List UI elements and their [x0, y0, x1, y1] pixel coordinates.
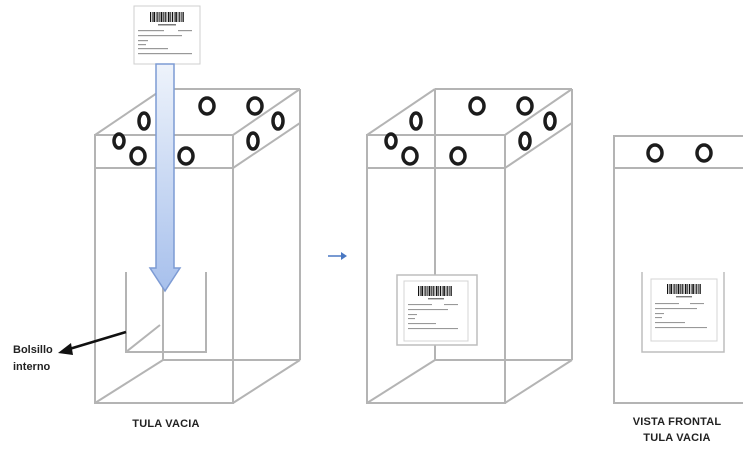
ring-icon [646, 143, 664, 163]
front-view-caption-line-2: TULA VACIA [643, 432, 711, 444]
pocket-with-label [396, 274, 478, 346]
bag-rings [112, 96, 285, 166]
ring-icon [177, 146, 195, 166]
inner-pocket [125, 272, 207, 353]
ring-icon [246, 131, 260, 151]
ring-icon [129, 146, 147, 166]
ring-icon [516, 96, 534, 116]
ring-icon [384, 132, 398, 150]
ring-icon [198, 96, 216, 116]
ring-icon [449, 146, 467, 166]
ring-icon [246, 96, 264, 116]
pocket-label: Bolsillo interno [13, 342, 53, 376]
bag-rings [646, 143, 713, 163]
empty-bag-caption: TULA VACIA [132, 418, 200, 430]
front-view-caption: VISTA FRONTAL TULA VACIA [622, 414, 732, 446]
pointer-arrow-icon [58, 330, 127, 355]
label-card-top [133, 5, 201, 65]
ring-icon [112, 132, 126, 150]
front-pocket-with-label [641, 272, 725, 353]
front-view-illustration [613, 135, 743, 404]
down-arrow-icon [148, 63, 182, 293]
front-view-caption-line-1: VISTA FRONTAL [632, 416, 722, 428]
pocket-label-line-1: Bolsillo [13, 344, 53, 356]
ring-icon [695, 143, 713, 163]
right-arrow-icon [328, 252, 347, 260]
bag-with-label-illustration [366, 88, 573, 404]
ring-icon [401, 146, 419, 166]
ring-icon [518, 131, 532, 151]
ring-icon [137, 111, 151, 131]
ring-icon [271, 111, 285, 131]
empty-bag-illustration [94, 88, 301, 404]
pocket-label-line-2: interno [13, 361, 51, 373]
ring-icon [468, 96, 486, 116]
ring-icon [409, 111, 423, 131]
bag-rings [384, 96, 557, 166]
ring-icon [543, 111, 557, 131]
